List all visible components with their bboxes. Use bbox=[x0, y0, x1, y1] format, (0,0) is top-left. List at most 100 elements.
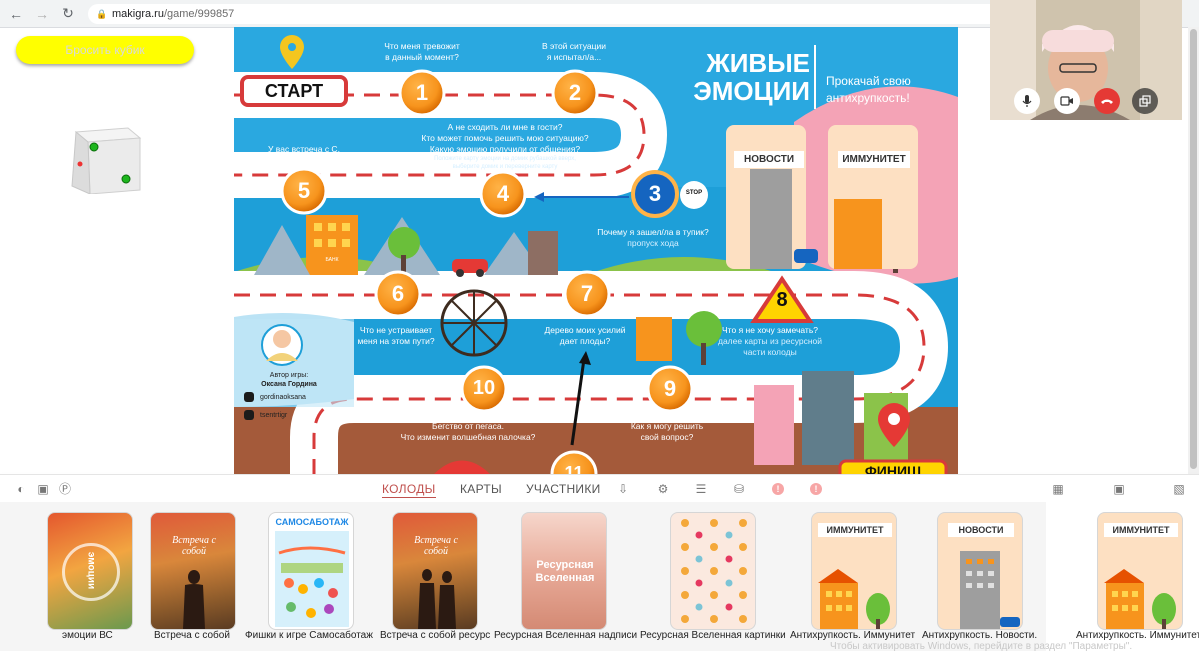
deck-label: Встреча с собой bbox=[154, 630, 230, 641]
contrast-icon[interactable]: ◐ bbox=[17, 482, 25, 496]
step-5-q2: Кто это? bbox=[287, 155, 321, 165]
step-7-question: Дерево моих усилий дает плоды? bbox=[530, 325, 640, 347]
step-9-number: 9 bbox=[663, 376, 677, 401]
decks-panel: эмоции эмоции ВС Встреча с собой Встреча… bbox=[0, 502, 1199, 651]
back-arrow-icon[interactable]: ← bbox=[9, 5, 23, 22]
database-icon[interactable]: ⛁ bbox=[733, 482, 745, 496]
step-8-note1: далее карты из ресурсной bbox=[717, 336, 822, 346]
deck-art-text: эмоции bbox=[85, 551, 97, 590]
step-10-q1: Бегство от пегаса. bbox=[432, 421, 504, 431]
bank-label: БАНК bbox=[325, 257, 339, 263]
microphone-icon bbox=[1022, 95, 1032, 107]
grid-view-icon[interactable]: ▦ bbox=[1052, 482, 1064, 496]
tab-cards[interactable]: КАРТЫ bbox=[460, 482, 502, 496]
board-illustration bbox=[234, 27, 958, 474]
game-board[interactable]: ЖИВЫЕ ЭМОЦИИ Прокачай свою антихрупкость… bbox=[234, 27, 958, 474]
step-2-question: В этой ситуации я испытал/а... bbox=[524, 41, 624, 63]
stop-sign: STOP bbox=[685, 190, 703, 196]
step-11-number: 11 bbox=[564, 463, 584, 474]
scrollbar-thumb[interactable] bbox=[1190, 29, 1197, 469]
author-caption: Автор игры: bbox=[269, 372, 309, 379]
deck-label: Антихрупкость. Иммунитет bbox=[790, 630, 916, 641]
alert-badge-1[interactable]: ! bbox=[772, 483, 784, 495]
building-thumbnail-icon bbox=[818, 569, 890, 629]
deck-label: Ресурсная Вселенная надписи bbox=[494, 630, 638, 641]
reload-icon[interactable]: ↻ bbox=[62, 5, 74, 21]
address-bar[interactable]: 🔒 makigra.ru/game/999857 bbox=[88, 3, 1058, 24]
step-8-number: 8 bbox=[776, 289, 788, 311]
tab-participants[interactable]: УЧАСТНИКИ bbox=[526, 482, 601, 496]
dice-icon[interactable] bbox=[68, 124, 142, 194]
person-silhouette-icon bbox=[183, 570, 205, 629]
deck-toolbar: ◐ ▣ Ⓟ КОЛОДЫ КАРТЫ УЧАСТНИКИ ⇩ ⚙ ☰ ⛁ ! !… bbox=[0, 474, 1199, 502]
step-1-number: 1 bbox=[415, 80, 429, 105]
deck-art-text: ИММУНИТЕТ bbox=[1104, 523, 1178, 537]
step-4-q2: Кто может помочь решить мою ситуацию? bbox=[421, 133, 589, 143]
step-2-q2: я испытал/а... bbox=[546, 52, 602, 62]
microphone-button[interactable] bbox=[1014, 88, 1040, 114]
page-scrollbar[interactable] bbox=[1188, 27, 1199, 474]
start-sign: СТАРТ bbox=[264, 81, 324, 101]
board-subtitle-line2: антихрупкость! bbox=[826, 91, 910, 105]
board-game-thumbnail-icon bbox=[275, 531, 349, 627]
popout-button[interactable] bbox=[1132, 88, 1158, 114]
deck-card[interactable]: ИММУНИТЕТ bbox=[811, 512, 897, 630]
deck-card[interactable]: Ресурсная Вселенная bbox=[521, 512, 607, 630]
step-3-q1: Почему я зашел/ла в тупик? bbox=[597, 227, 709, 237]
deck-art-text: Встреча с собой bbox=[414, 535, 458, 557]
step-8-q1: Что я не хочу замечать? bbox=[722, 325, 818, 335]
url-path: /game/999857 bbox=[163, 7, 235, 20]
pattern-thumbnail-icon bbox=[681, 519, 747, 623]
step-6-question: Что не устраивает меня на этом пути? bbox=[342, 325, 450, 347]
deck-card[interactable]: Встреча с собой bbox=[150, 512, 236, 630]
deck-label: эмоции ВС bbox=[62, 630, 113, 641]
deck-label: Ресурсная Вселенная картинки bbox=[640, 630, 786, 641]
skyscraper-thumbnail-icon bbox=[960, 551, 1020, 629]
deck-card[interactable]: ИММУНИТЕТ bbox=[1097, 512, 1183, 630]
step-8-question: Что я не хочу замечать? далее карты из р… bbox=[704, 325, 836, 358]
monitor-icon[interactable]: ▧ bbox=[1173, 482, 1185, 496]
step-4-note1: Положите карту эмоции на домик рубашкой … bbox=[434, 156, 576, 162]
windows-activation-watermark: Чтобы активировать Windows, перейдите в … bbox=[830, 641, 1133, 651]
image-icon[interactable]: ▣ bbox=[37, 482, 49, 496]
gear-icon[interactable]: ⚙ bbox=[657, 482, 669, 496]
step-7-q2: дает плоды? bbox=[559, 336, 611, 346]
deck-label: Антихрупкость. Иммунитет bbox=[1076, 630, 1199, 641]
deck-art-text: Ресурсная Вселенная bbox=[535, 559, 595, 584]
deck-label: Фишки к игре Самосаботаж bbox=[245, 630, 373, 641]
step-10-number: 10 bbox=[472, 377, 496, 399]
step-5-question: У вас встреча с С. Кто это? bbox=[254, 144, 354, 166]
end-call-button[interactable] bbox=[1094, 88, 1120, 114]
download-icon[interactable]: ⇩ bbox=[617, 482, 629, 496]
step-3-number: 3 bbox=[648, 181, 662, 206]
sliders-icon[interactable]: ☰ bbox=[695, 482, 707, 496]
deck-card[interactable]: Встреча с собой bbox=[392, 512, 478, 630]
deck-card[interactable]: эмоции bbox=[47, 512, 133, 630]
deck-label: Антихрупкость. Новости. bbox=[922, 630, 1038, 641]
board-subtitle: Прокачай свою антихрупкость! bbox=[826, 73, 946, 107]
picture-view-icon[interactable]: ▣ bbox=[1113, 482, 1125, 496]
tab-decks[interactable]: КОЛОДЫ bbox=[382, 482, 436, 498]
step-6-q2: меня на этом пути? bbox=[357, 336, 435, 346]
finish-sign: ФИНИШ bbox=[864, 463, 922, 474]
video-call-window[interactable] bbox=[990, 0, 1182, 120]
deck-card[interactable] bbox=[670, 512, 756, 630]
alert-badge-2[interactable]: ! bbox=[810, 483, 822, 495]
deck-card[interactable]: САМОСАБОТАЖ bbox=[268, 512, 354, 630]
step-5-number: 5 bbox=[297, 178, 311, 203]
step-9-question: Как я могу решить свой вопрос? bbox=[612, 421, 722, 443]
camera-button[interactable] bbox=[1054, 88, 1080, 114]
step-1-question: Что меня тревожит в данный момент? bbox=[366, 41, 478, 63]
step-6-q1: Что не устраивает bbox=[359, 325, 433, 335]
forward-arrow-icon[interactable]: → bbox=[35, 5, 49, 22]
step-2-q1: В этой ситуации bbox=[541, 41, 607, 51]
deck-art-circle bbox=[62, 543, 120, 601]
step-1-q2: в данный момент? bbox=[385, 52, 459, 62]
board-title: ЖИВЫЕ ЭМОЦИИ bbox=[680, 49, 810, 105]
deck-art-text: НОВОСТИ bbox=[948, 523, 1014, 537]
deck-card[interactable]: НОВОСТИ bbox=[937, 512, 1023, 630]
roll-dice-button[interactable]: Бросить кубик bbox=[16, 36, 194, 64]
skype-icon[interactable]: Ⓟ bbox=[58, 482, 71, 496]
step-6-number: 6 bbox=[391, 281, 405, 306]
